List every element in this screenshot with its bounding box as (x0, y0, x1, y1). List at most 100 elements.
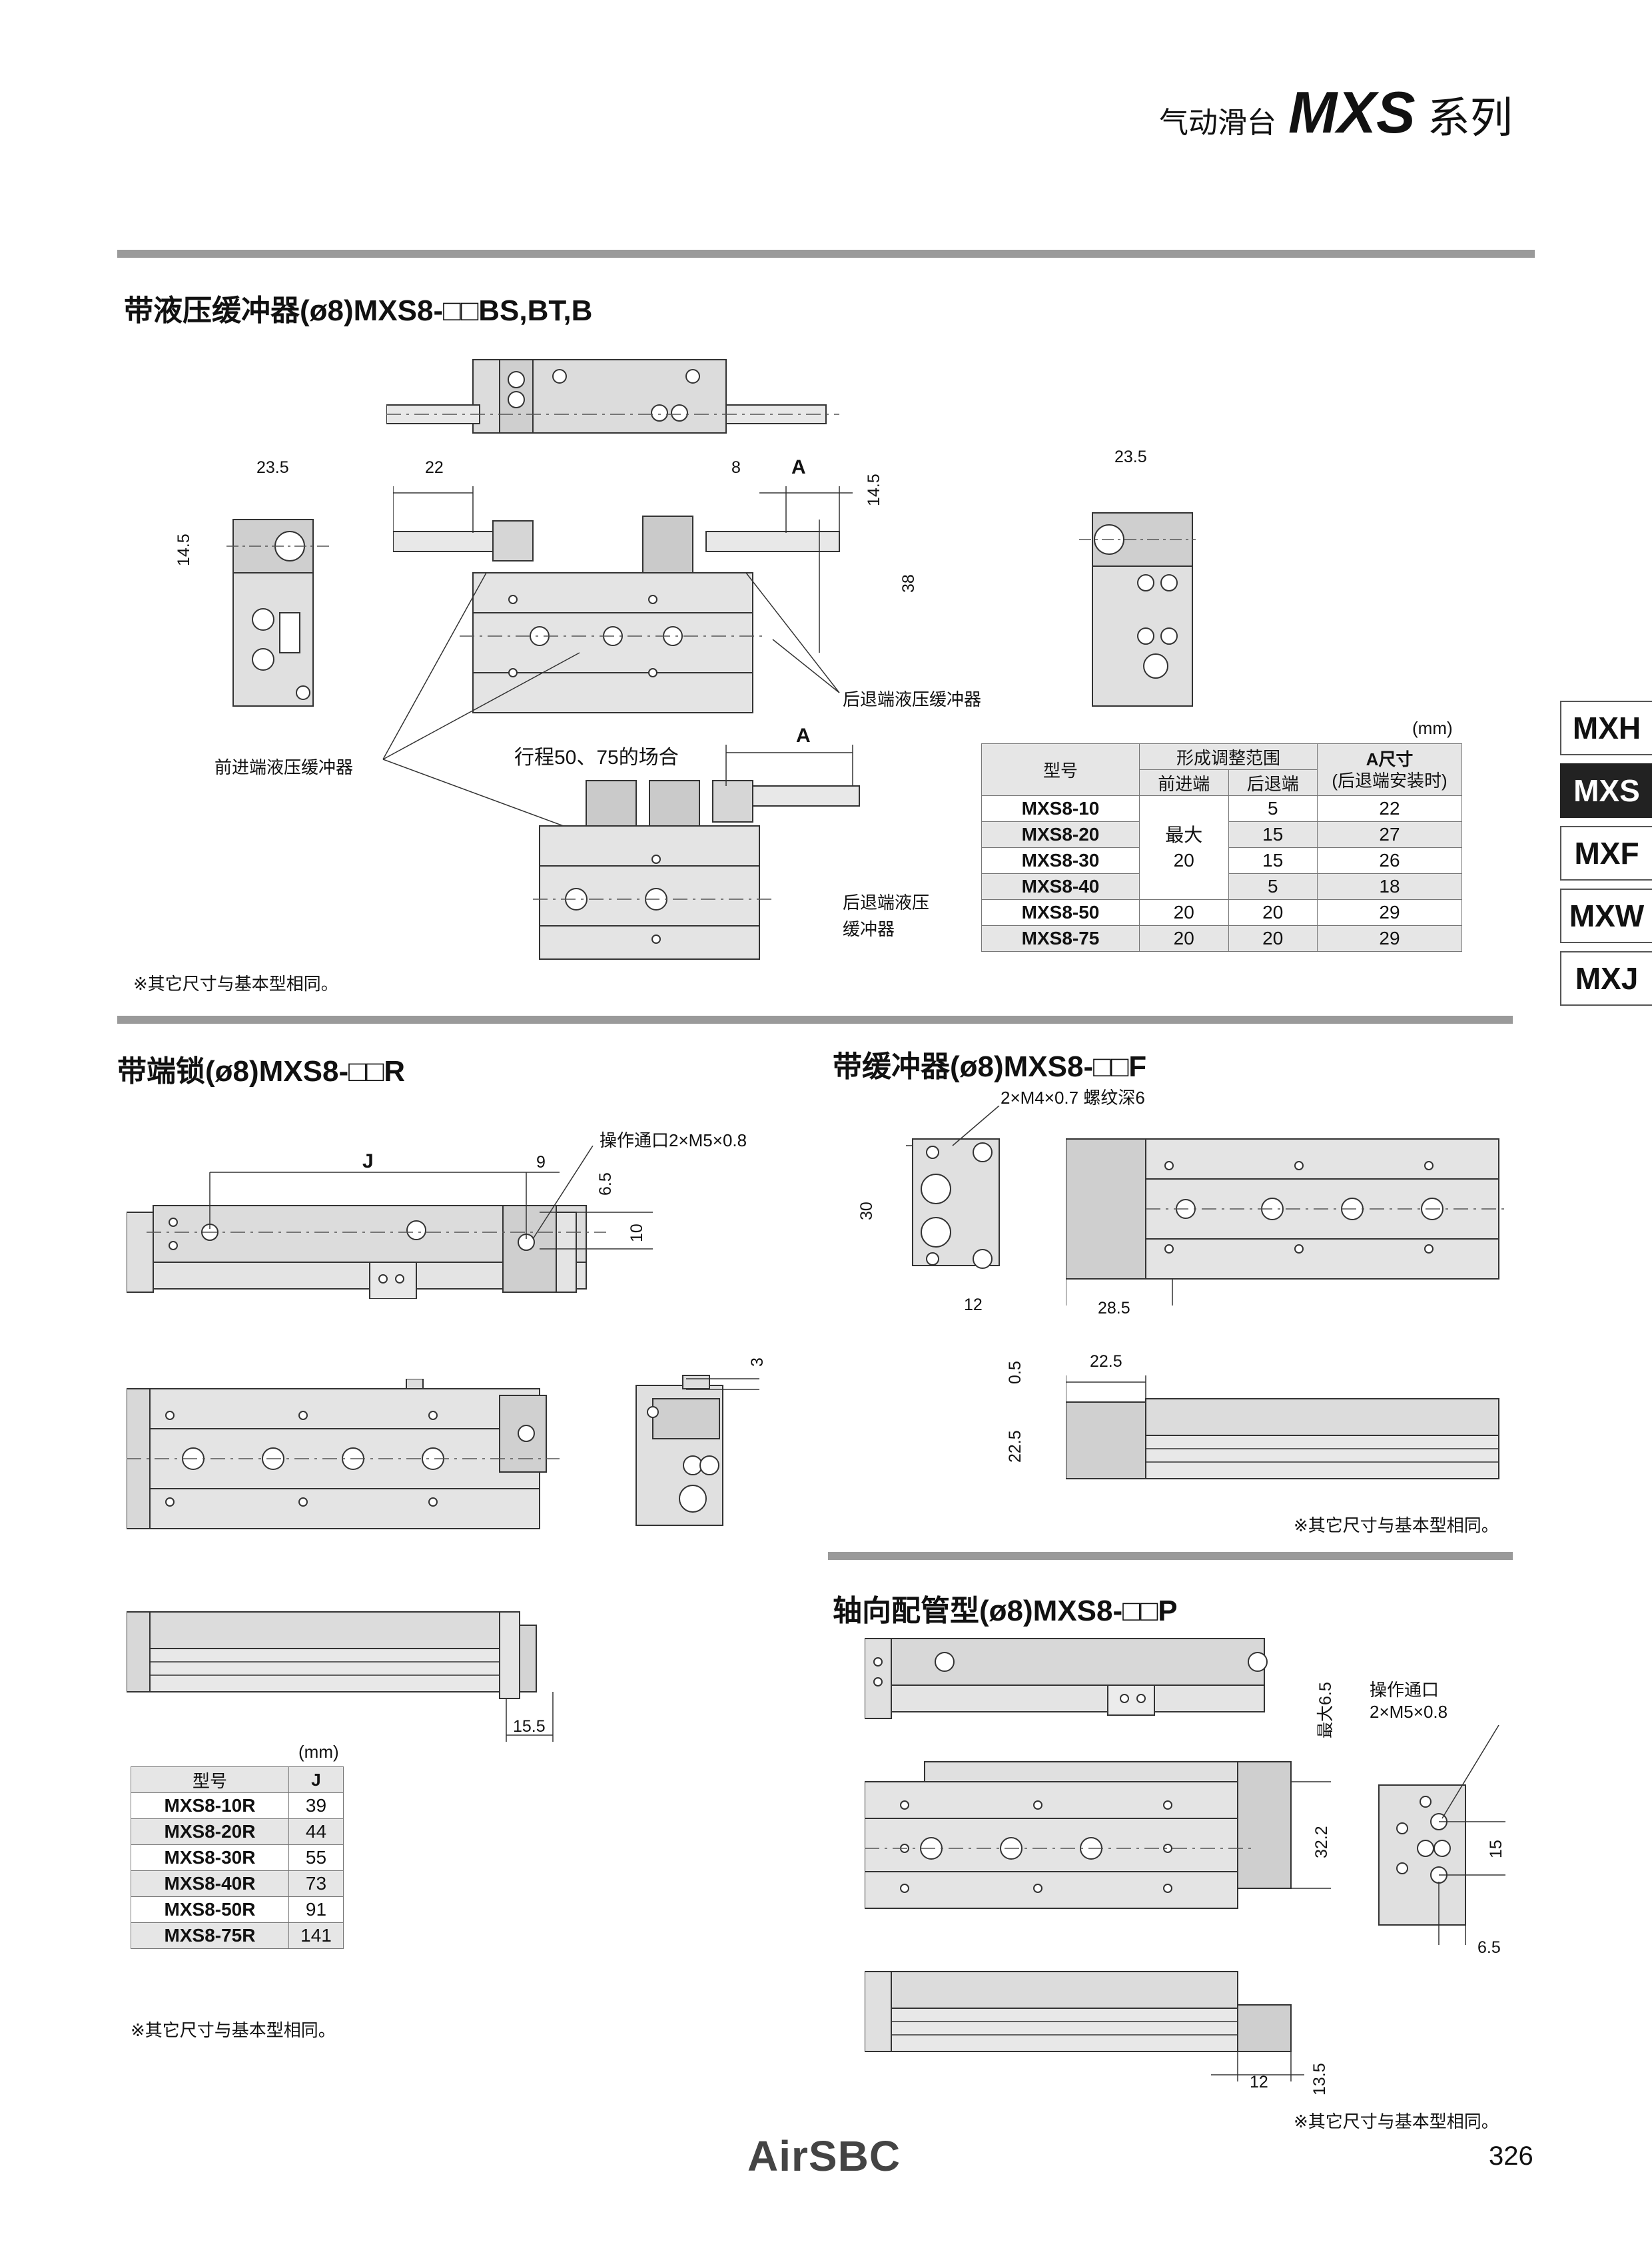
dim-6-5-s4: 6.5 (1477, 1938, 1501, 1957)
table-s1-head-range: 形成调整范围 (1139, 743, 1318, 770)
label-stroke-case: 行程50、75的场合 (514, 747, 679, 769)
table-s1-unit: (mm) (1412, 718, 1453, 738)
label-port-s4-2: 2×M5×0.8 (1370, 1702, 1448, 1722)
table-row: MXS8-20 15 27 (981, 821, 1462, 848)
tab-mxj[interactable]: MXJ (1560, 951, 1652, 1006)
label-rear-shock-2b: 缓冲器 (843, 919, 895, 939)
drawing-axial-side (1372, 1725, 1519, 1945)
tab-mxf[interactable]: MXF (1560, 826, 1652, 881)
front-merged-1: 最大 (1165, 824, 1203, 845)
table-s2-head-model: 型号 (131, 1766, 289, 1793)
drawing-shock-side (906, 1106, 1013, 1279)
dim-12-s3: 12 (964, 1296, 983, 1314)
table-s2-head-j: J (288, 1766, 344, 1793)
table-cell: 5 (1228, 795, 1318, 822)
dim-0-5: 0.5 (1006, 1361, 1025, 1384)
series-tabs: MXH MXS MXF MXW MXJ (1560, 701, 1652, 1014)
table-cell: MXS8-30R (131, 1844, 289, 1871)
table-row: MXS8-75 20 20 29 (981, 925, 1462, 952)
drawing-hydraulic-front (393, 480, 859, 719)
tab-mxh[interactable]: MXH (1560, 701, 1652, 755)
table-s1-head-a: A尺寸(后退端安装时) (1317, 743, 1462, 796)
table-s1-head-rear: 后退端 (1228, 769, 1318, 796)
dim-a: A (791, 456, 806, 478)
label-front-shock: 前进端液压缓冲器 (214, 757, 354, 777)
table-cell: 73 (288, 1870, 344, 1897)
label-thread-s3: 2×M4×0.7 螺纹深6 (1001, 1088, 1145, 1108)
table-cell: MXS8-20 (981, 821, 1140, 848)
table-cell: 44 (288, 1818, 344, 1845)
series-name: 气动滑台 (1159, 107, 1276, 139)
dim-12-s4: 12 (1250, 2073, 1268, 2091)
table-cell: MXS8-50R (131, 1896, 289, 1923)
table-cell: MXS8-40 (981, 873, 1140, 900)
table-cell: MXS8-20R (131, 1818, 289, 1845)
drawing-hydraulic-side-right (1079, 466, 1199, 719)
table-cell: 29 (1317, 925, 1462, 952)
table-s2-unit: (mm) (298, 1742, 339, 1762)
series-model: MXS (1288, 79, 1416, 145)
table-cell: MXS8-10R (131, 1792, 289, 1819)
table-cell: 141 (288, 1922, 344, 1949)
table-cell: MXS8-50 (981, 899, 1140, 926)
drawing-axial-top (865, 1635, 1291, 1722)
dim-38: 38 (899, 574, 918, 593)
table-cell: 15 (1228, 847, 1318, 874)
tab-mxs[interactable]: MXS (1560, 763, 1652, 818)
note-s4: ※其它尺寸与基本型相同。 (1294, 2111, 1499, 2131)
dim-9: 9 (536, 1153, 546, 1172)
dim-max-6-5: 最大6.5 (1316, 1682, 1335, 1738)
table-s1-head-front: 前进端 (1139, 769, 1229, 796)
table-cell: 20 (1139, 899, 1229, 926)
section-rule-2 (828, 1552, 1513, 1560)
header-rule (117, 250, 1535, 258)
brand-logo: AirSBC (747, 2132, 901, 2180)
tab-mxw[interactable]: MXW (1560, 889, 1652, 943)
dim-13-5: 13.5 (1310, 2063, 1329, 2095)
label-port-s2: 操作通口2×M5×0.8 (600, 1130, 747, 1150)
section-endlock-title: 带端锁(ø8)MXS8-□□R (117, 1055, 406, 1088)
table-cell: 22 (1317, 795, 1462, 822)
section-axial-title: 轴向配管型(ø8)MXS8-□□P (833, 1595, 1178, 1627)
table-s1: 型号 形成调整范围 A尺寸(后退端安装时) 前进端 后退端 MXS8-10 最大… (981, 743, 1462, 952)
front-merged-2: 20 (1173, 849, 1194, 871)
dim-14-5-right: 14.5 (865, 474, 883, 506)
table-cell: MXS8-10 (981, 795, 1140, 822)
table-row: MXS8-50 20 20 29 (981, 899, 1462, 926)
drawing-axial-front (865, 1755, 1331, 1915)
dim-23-5-right: 23.5 (1114, 448, 1147, 466)
table-row: MXS8-10 最大 20 5 22 (981, 795, 1462, 900)
note-s3: ※其它尺寸与基本型相同。 (1294, 1515, 1499, 1535)
table-cell: 15 (1228, 821, 1318, 848)
table-cell: 91 (288, 1896, 344, 1923)
table-cell: 5 (1228, 873, 1318, 900)
drawing-shock-front (1066, 1132, 1505, 1306)
table-cell: MXS8-40R (131, 1870, 289, 1897)
label-rear-shock: 后退端液压缓冲器 (843, 689, 982, 709)
drawing-shock-bottom (1066, 1369, 1505, 1482)
dim-8: 8 (731, 458, 741, 477)
drawing-axial-bottom (865, 1965, 1318, 2085)
table-cell: 55 (288, 1844, 344, 1871)
table-cell-front-merged: 最大 20 (1139, 795, 1229, 900)
drawing-endlock-top (127, 1146, 673, 1299)
dim-3: 3 (748, 1357, 767, 1367)
page-number: 326 (1489, 2141, 1533, 2171)
dim-28-5: 28.5 (1098, 1299, 1130, 1317)
drawing-endlock-side (633, 1359, 766, 1532)
dim-15-s4: 15 (1487, 1840, 1505, 1858)
dim-23-5-left: 23.5 (256, 458, 289, 477)
drawing-hydraulic-side-left (226, 480, 333, 719)
table-s1-head-a2: (后退端安装时) (1332, 770, 1447, 791)
table-cell: 26 (1317, 847, 1462, 874)
table-row: MXS8-40 5 18 (981, 873, 1462, 900)
dim-15-5: 15.5 (513, 1717, 546, 1736)
table-cell: 20 (1228, 925, 1318, 952)
table-cell: 20 (1139, 925, 1229, 952)
note-s2: ※其它尺寸与基本型相同。 (131, 2020, 336, 2040)
dim-22-5-top: 22.5 (1090, 1352, 1122, 1371)
